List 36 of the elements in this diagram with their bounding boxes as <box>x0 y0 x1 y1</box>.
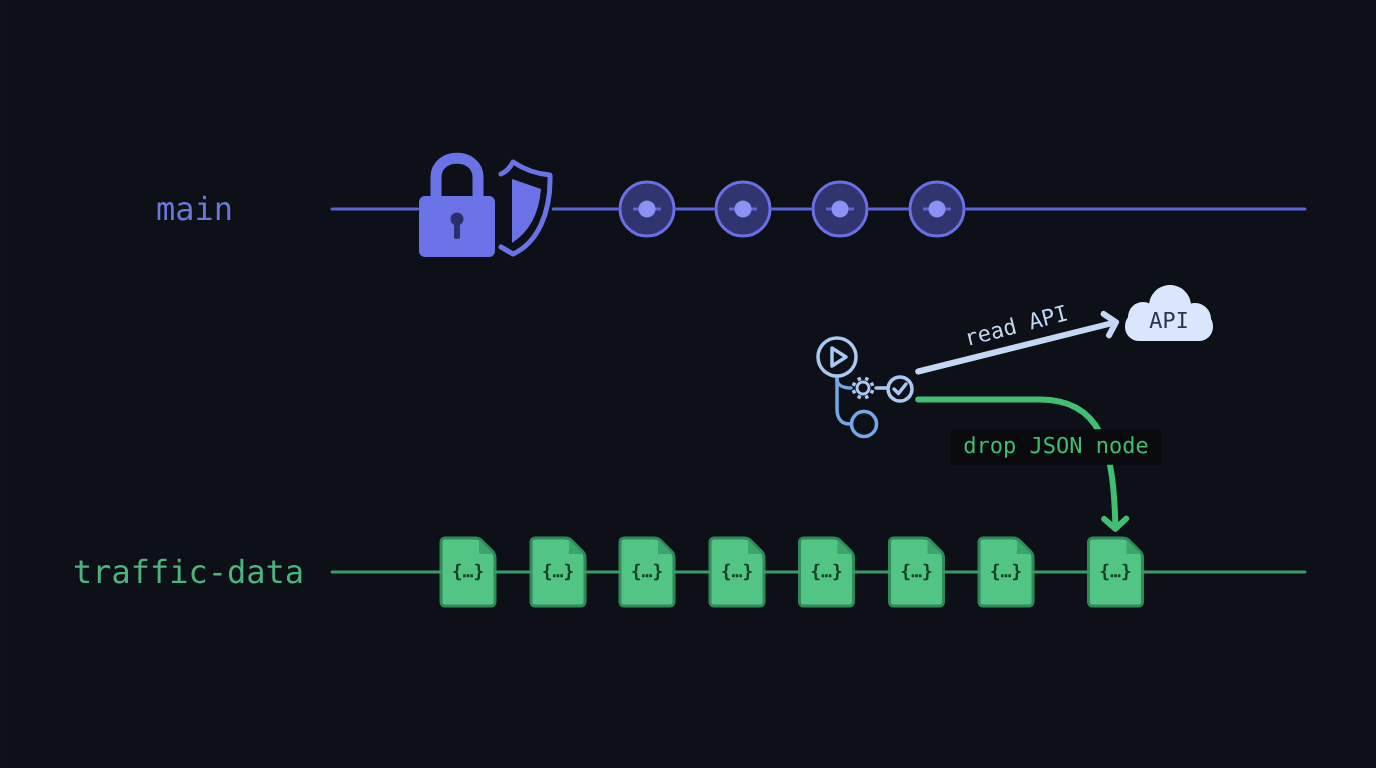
edge-label: drop JSON node <box>951 429 1161 465</box>
commit-circle <box>618 180 676 238</box>
branch-line <box>770 207 813 211</box>
branch-line <box>964 207 1307 211</box>
branch-label: traffic-data <box>74 558 302 584</box>
arrow <box>915 396 1130 532</box>
arrow <box>915 310 1120 375</box>
json-file: {…} <box>708 536 766 608</box>
cloud: API <box>1125 285 1213 341</box>
json-file: {…} <box>977 536 1035 608</box>
branch-line <box>942 570 981 574</box>
json-file: {…} <box>529 536 587 608</box>
json-file: {…} <box>888 536 945 608</box>
branch-line <box>867 207 910 211</box>
json-file: {…} <box>1087 536 1144 608</box>
json-file: {…} <box>618 536 676 608</box>
branch-line <box>551 207 620 211</box>
workflow-icon <box>816 336 914 439</box>
branch-label: main <box>157 195 231 221</box>
commit-circle <box>811 180 869 238</box>
branch-line <box>852 570 891 574</box>
branch-line <box>1031 570 1090 574</box>
commit-circle <box>714 180 772 238</box>
branch-line <box>672 570 712 574</box>
commit-circle <box>908 180 966 238</box>
lock-shield-icon <box>419 152 553 257</box>
json-file: {…} <box>798 536 855 608</box>
branch-line <box>330 207 420 211</box>
branch-line <box>674 207 716 211</box>
branch-line <box>1141 570 1307 574</box>
branch-line <box>583 570 622 574</box>
json-file: {…} <box>439 536 497 608</box>
branch-line <box>762 570 801 574</box>
branch-line <box>493 570 533 574</box>
edge-label: read API <box>967 304 1068 346</box>
branch-line <box>330 570 443 574</box>
